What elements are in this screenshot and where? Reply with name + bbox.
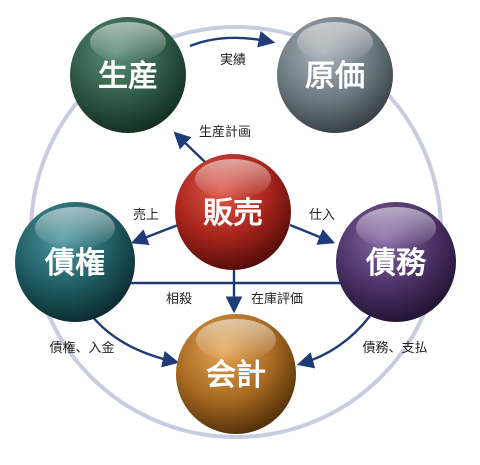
arrow-purchase	[289, 223, 336, 245]
node-cost: 原価	[277, 17, 393, 133]
label-production-plan: 生産計画	[199, 124, 251, 140]
arrow-receivable-payment	[91, 315, 180, 368]
arrow-payable-payment	[296, 315, 371, 369]
label-inventory-eval: 在庫評価	[251, 292, 303, 307]
node-accounting-label: 会計	[206, 358, 266, 393]
label-offset: 相殺	[166, 292, 192, 307]
arrow-actual	[189, 30, 276, 48]
label-sale: 売上	[133, 207, 159, 223]
node-production-label: 生産	[98, 59, 158, 94]
node-sales: 販売	[175, 154, 291, 270]
node-receivable: 債権	[15, 202, 135, 322]
node-receivable-label: 債権	[44, 246, 105, 281]
label-payable-payment: 債務、支払	[362, 341, 427, 356]
edge-labels: 実績 生産計画 売上 仕入 相殺 在庫評価 債権、入金 債務、支払	[49, 52, 427, 356]
node-payable-label: 債務	[365, 246, 427, 281]
arrow-sale	[130, 223, 179, 245]
node-accounting: 会計	[176, 314, 296, 434]
arrow-production-plan	[173, 131, 207, 164]
label-purchase: 仕入	[309, 208, 335, 223]
label-actual: 実績	[220, 52, 246, 68]
edge-lines	[91, 30, 371, 369]
node-production: 生産	[70, 17, 186, 133]
node-cost-label: 原価	[305, 59, 365, 94]
node-payable: 債務	[336, 202, 456, 322]
node-sales-label: 販売	[203, 196, 263, 231]
label-receivable-payment: 債権、入金	[49, 340, 114, 356]
